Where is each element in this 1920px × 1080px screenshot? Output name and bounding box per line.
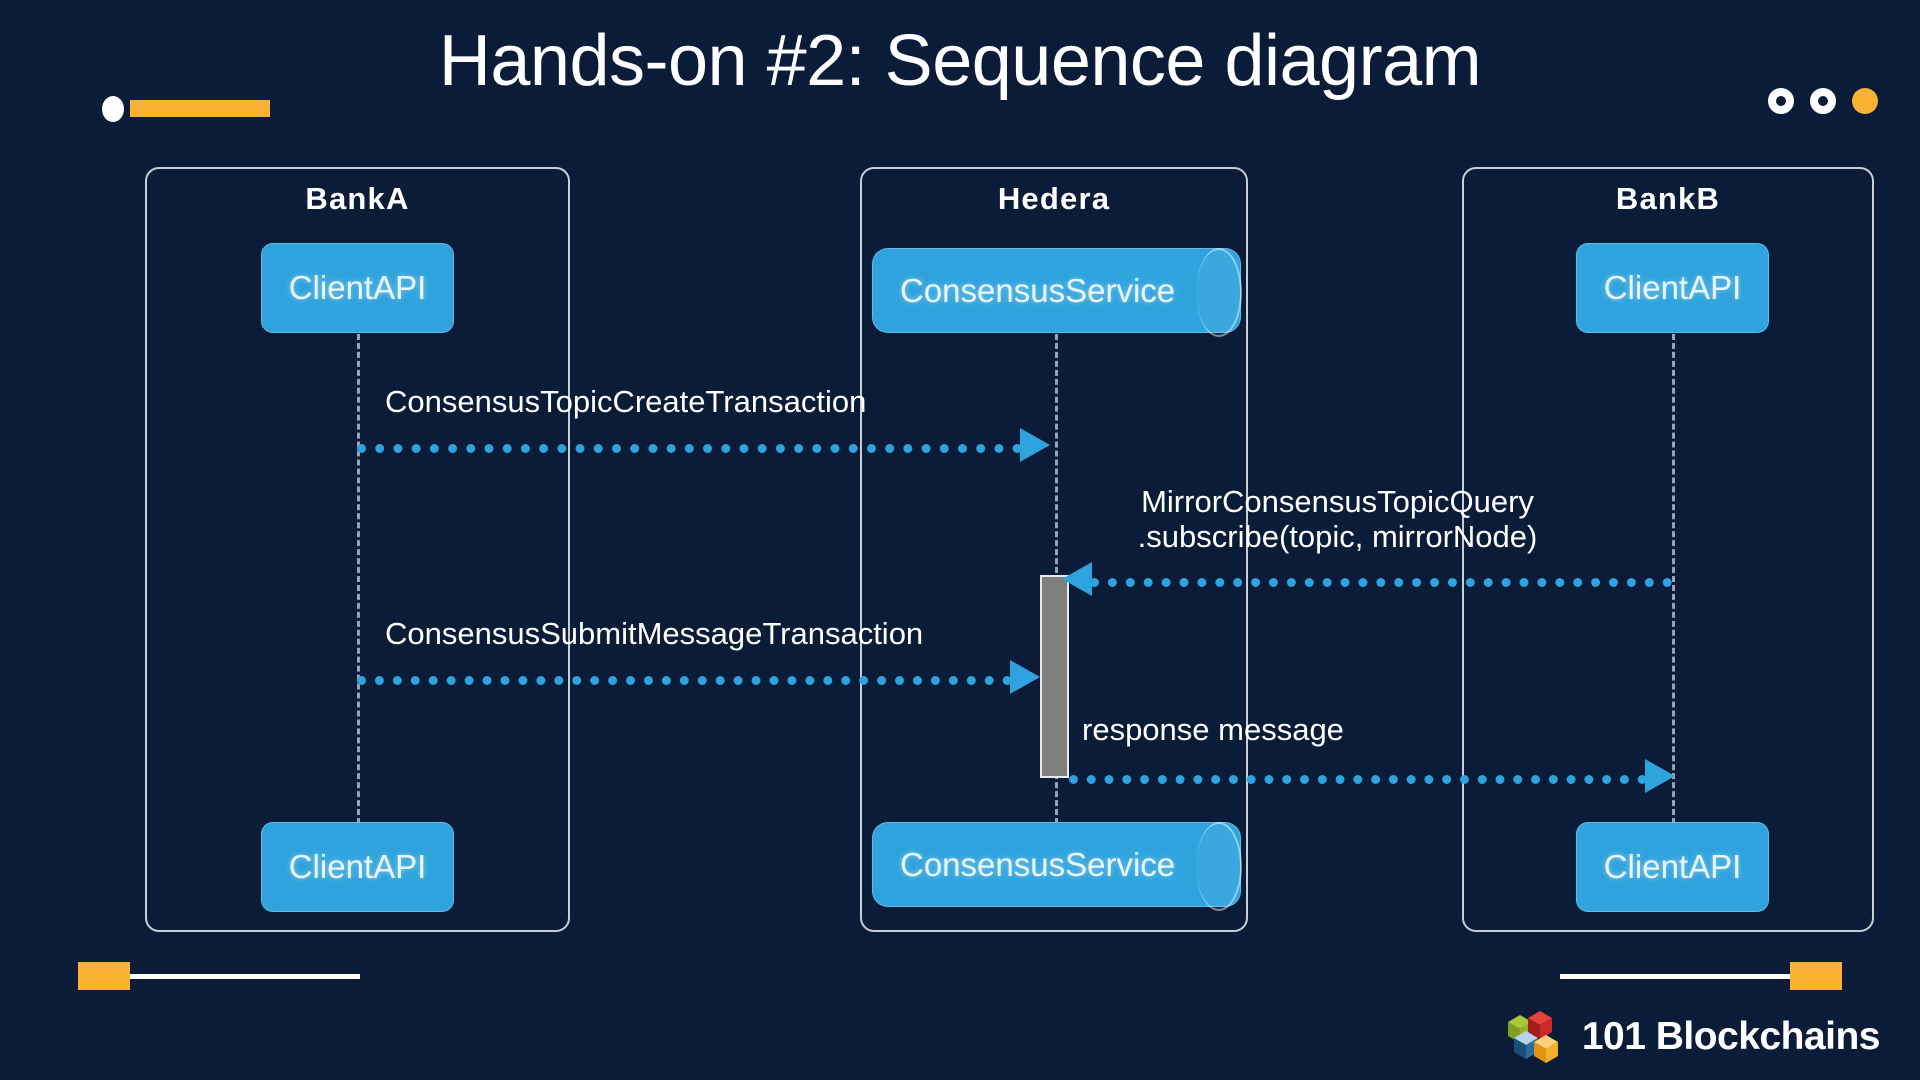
- dot-ring-icon-1: [1768, 88, 1794, 114]
- group-box-bankb: BankB: [1462, 167, 1874, 932]
- footer-accent-bar-right: [1790, 962, 1842, 990]
- message-label-2-line2: .subscribe(topic, mirrorNode): [1137, 518, 1538, 554]
- message-label-3: ConsensusSubmitMessageTransaction: [385, 616, 924, 651]
- cubes-svg: [1507, 1011, 1558, 1063]
- footer-rule-line-right: [1560, 973, 1790, 979]
- message-line-4: [1069, 775, 1647, 784]
- brand-logo: 101 Blockchains: [1504, 1006, 1881, 1068]
- group-title-banka: BankA: [305, 181, 410, 216]
- group-title-hedera: Hedera: [997, 181, 1111, 216]
- group-title-bankb: BankB: [1615, 181, 1721, 216]
- message-arrowhead-left-2: [1062, 562, 1092, 596]
- message-arrowhead-right-4: [1645, 759, 1675, 793]
- brand-name: 101 Blockchains: [1581, 1015, 1881, 1058]
- lifeline-banka: [357, 334, 360, 824]
- dot-ring-icon-2: [1810, 88, 1836, 114]
- participant-bottom-banka-clientapi[interactable]: ClientAPI: [261, 822, 454, 912]
- message-arrowhead-right-3: [1010, 660, 1040, 694]
- header-dots-group: [1768, 88, 1878, 114]
- participant-label: ClientAPI: [1603, 269, 1742, 306]
- slide-header: Hands-on #2: Sequence diagram: [0, 0, 1920, 140]
- participant-label: ConsensusService: [900, 271, 1176, 309]
- accent-bar-icon: [130, 100, 270, 117]
- message-line-3: [357, 676, 1012, 685]
- bullet-dot-icon: [102, 96, 124, 122]
- participant-bottom-bankb-clientapi[interactable]: ClientAPI: [1576, 822, 1769, 912]
- participant-bankb-clientapi[interactable]: ClientAPI: [1576, 243, 1769, 333]
- dot-solid-icon-3: [1852, 88, 1878, 114]
- message-arrowhead-right-1: [1020, 428, 1050, 462]
- activation-bar-hedera: [1040, 575, 1069, 778]
- cube-orange: [1533, 1035, 1558, 1063]
- message-label-1: ConsensusTopicCreateTransaction: [385, 384, 867, 419]
- participant-label: ConsensusService: [900, 845, 1176, 883]
- group-box-hedera: Hedera: [860, 167, 1248, 932]
- message-line-2: [1090, 578, 1672, 587]
- message-line-1: [357, 444, 1022, 453]
- footer-rule-right: [1560, 962, 1842, 990]
- footer-rule-line-left: [130, 973, 360, 979]
- participant-banka-clientapi[interactable]: ClientAPI: [261, 243, 454, 333]
- blockchain-cubes-icon: [1504, 1006, 1568, 1068]
- participant-label: ClientAPI: [288, 848, 427, 885]
- page-title: Hands-on #2: Sequence diagram: [438, 21, 1482, 101]
- message-label-2-line1: MirrorConsensusTopicQuery: [1141, 484, 1534, 519]
- participant-label: ClientAPI: [288, 269, 427, 306]
- participant-hedera-consensusservice[interactable]: ConsensusService: [872, 248, 1242, 337]
- footer-rule-left: [78, 962, 360, 990]
- lifeline-bankb: [1672, 334, 1675, 824]
- message-label-2: MirrorConsensusTopicQuery.subscribe(topi…: [1080, 484, 1595, 554]
- group-box-banka: BankA: [145, 167, 570, 932]
- cube-red: [1527, 1011, 1552, 1039]
- footer-accent-bar-left: [78, 962, 130, 990]
- message-label-4: response message: [1082, 712, 1344, 747]
- participant-label: ClientAPI: [1603, 848, 1742, 885]
- participant-bottom-hedera-consensusservice[interactable]: ConsensusService: [872, 822, 1242, 911]
